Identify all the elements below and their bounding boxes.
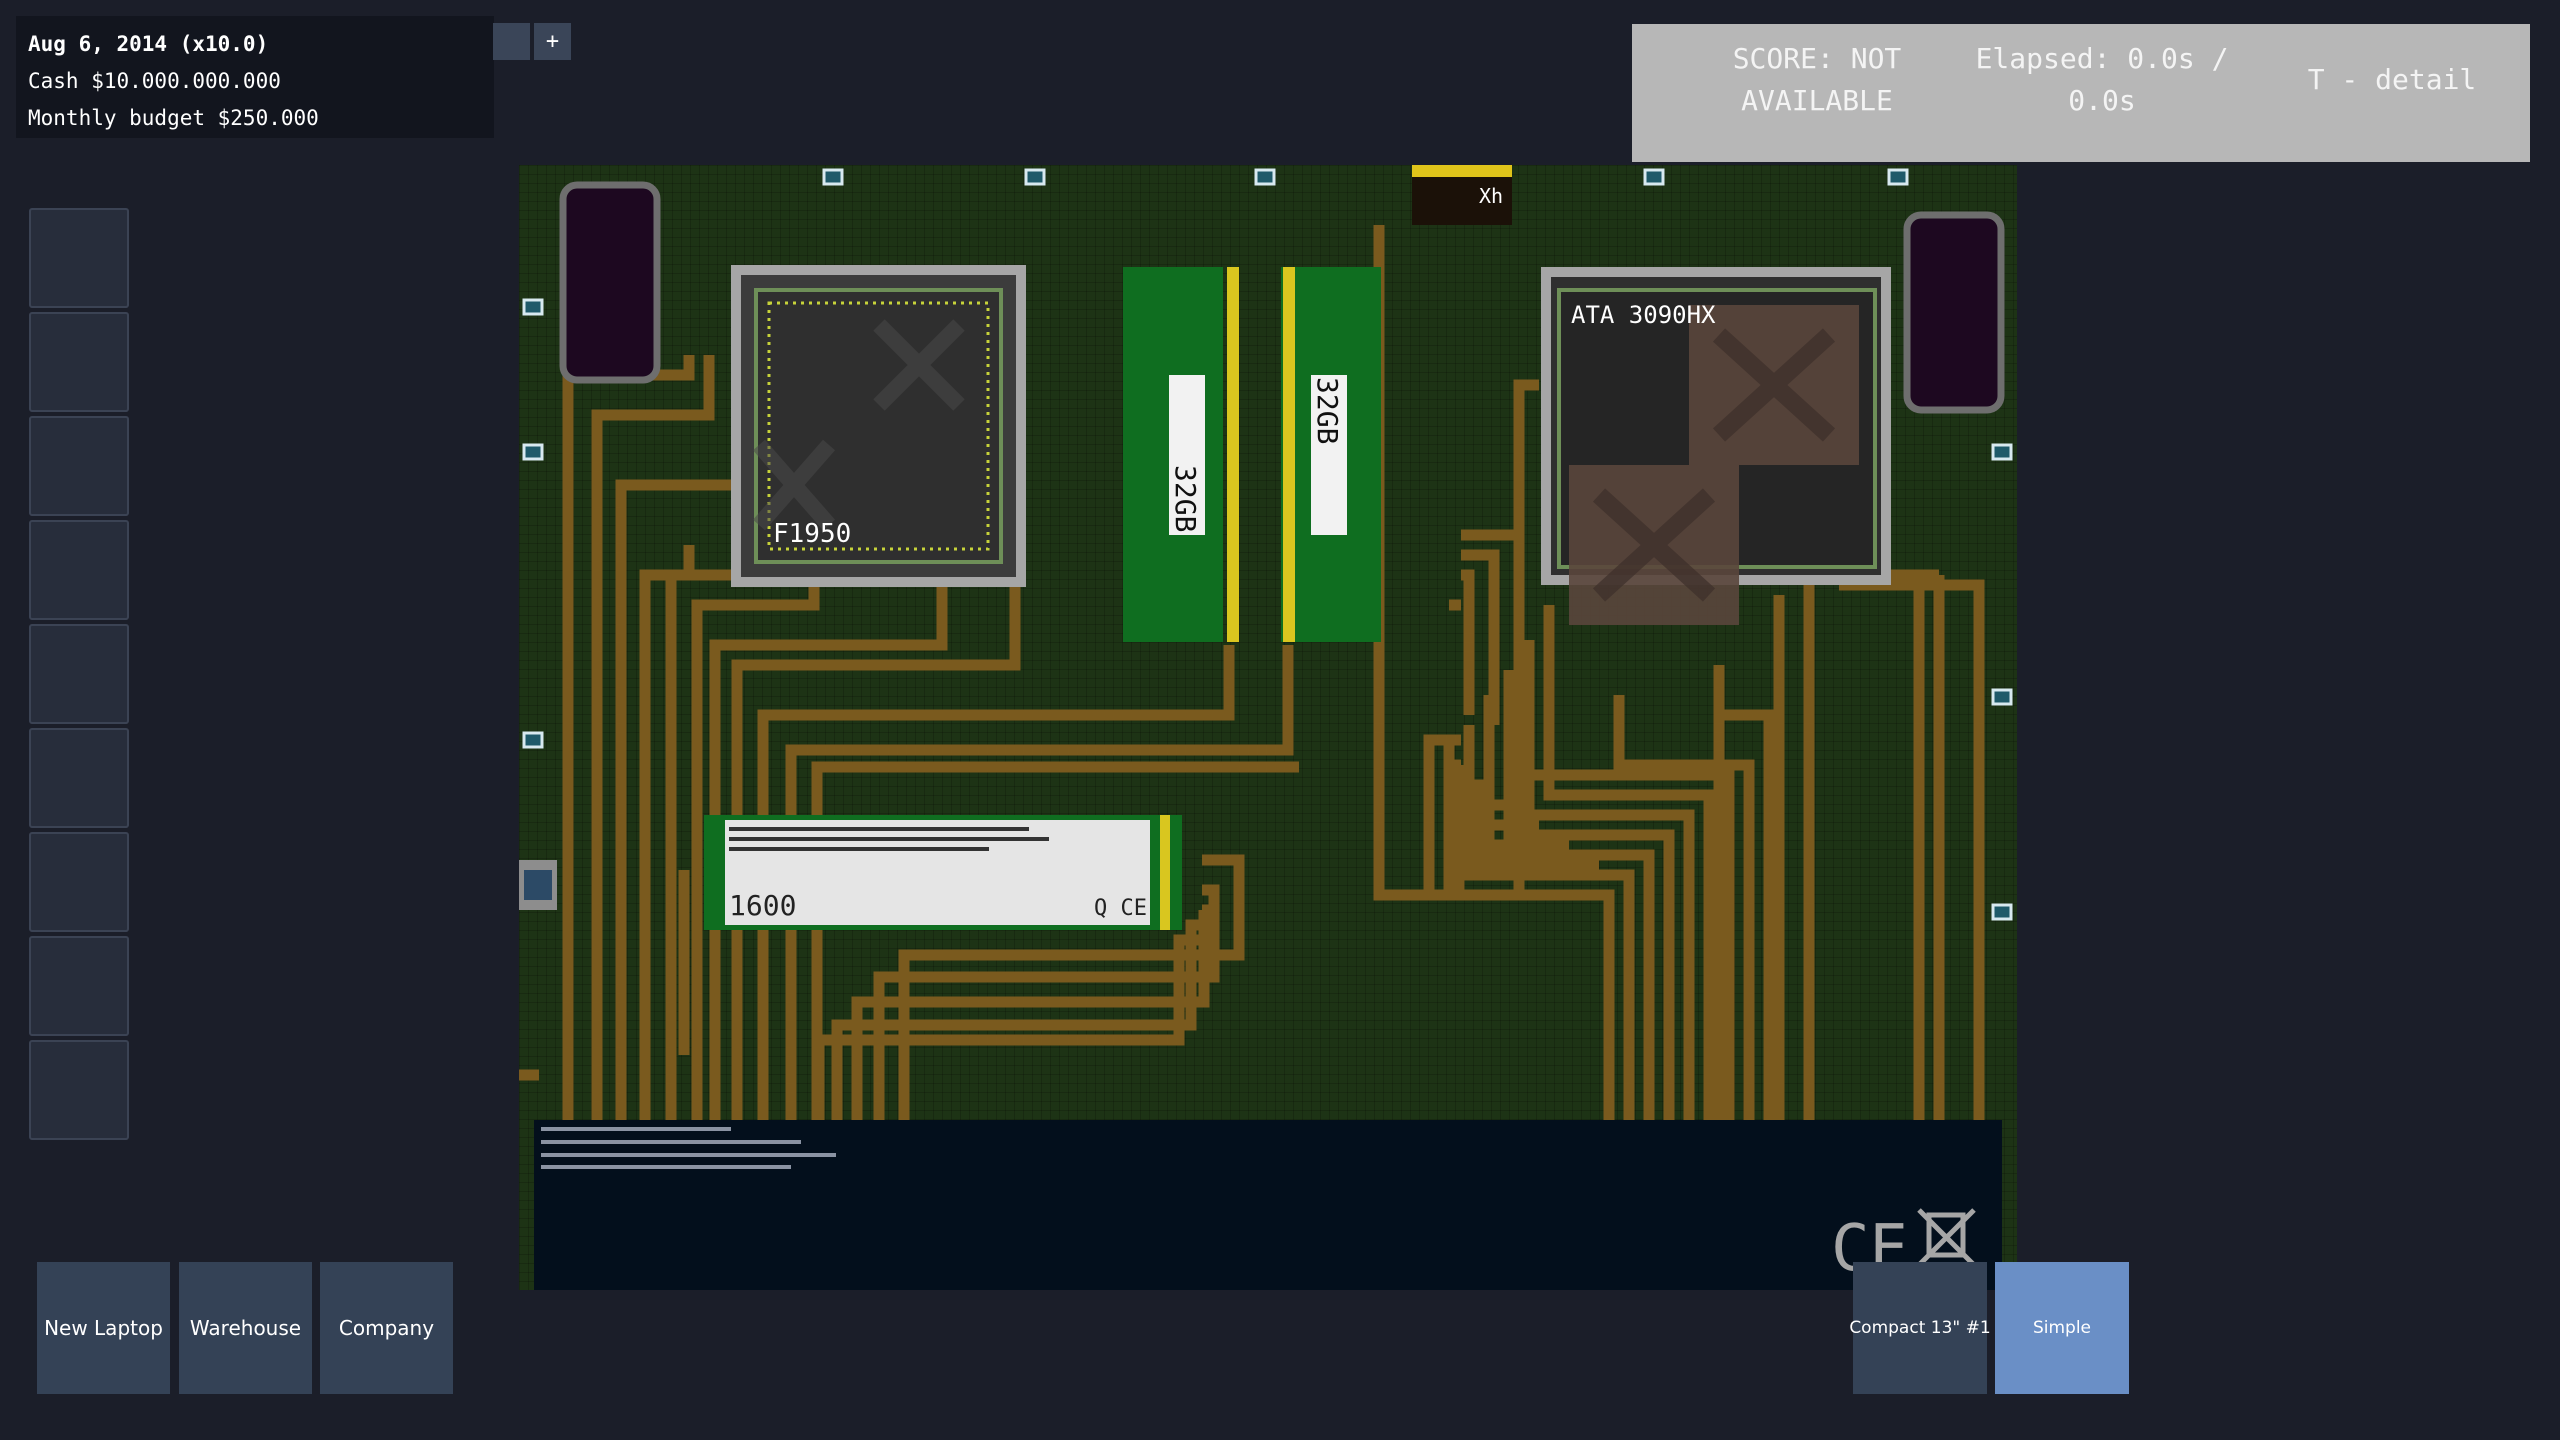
ssd-label: 1600 [729,889,796,922]
board-canvas: F1950 32GB 32GB ATA 3090HX Xh [519,165,2013,1290]
screw [1991,903,2013,921]
cash-label: Cash $10.000.000.000 [28,69,281,93]
tool-slot[interactable] [29,208,129,308]
label-fine-print [541,1127,836,1169]
warehouse-button[interactable]: Warehouse [179,1262,312,1394]
screw [1024,168,1046,186]
tool-slot[interactable] [29,312,129,412]
score-panel: SCORE: NOT AVAILABLE Elapsed: 0.0s / 0.0… [1632,24,2530,162]
cpu-chip[interactable] [731,265,1026,587]
tool-slot[interactable] [29,520,129,620]
trace [811,761,1299,1120]
trace [831,919,1202,1120]
ram-slot-1[interactable] [1123,267,1239,642]
trace [615,479,737,1120]
gpu-chip[interactable] [1541,267,1891,625]
ssd-module[interactable] [704,815,1182,930]
ram-1-label: 32GB [1169,465,1202,532]
battery-left[interactable] [559,181,661,384]
tool-slot[interactable] [29,1040,129,1140]
elapsed-line-2: 0.0s [2068,84,2136,117]
trace [1461,569,1475,715]
trace [1461,779,1485,865]
tool-slot[interactable] [29,624,129,724]
trace [1543,605,1715,1120]
trace [1613,695,1755,1120]
component-toolbar [29,208,131,1140]
score-line-1: SCORE: NOT [1732,42,1902,75]
trace [691,585,820,1120]
date-label: Aug 6, 2014 (x10.0) [28,32,269,56]
gpu-label: ATA 3090HX [1571,301,1716,329]
tool-slot[interactable] [29,832,129,932]
budget-label: Monthly budget $250.000 [28,106,319,130]
laptop-model-button[interactable]: Compact 13" #1 [1849,1262,1991,1394]
score-text: SCORE: NOT AVAILABLE [1692,38,1942,122]
elapsed-text: Elapsed: 0.0s / 0.0s [1932,38,2272,122]
screw [522,443,544,461]
screw-group [522,168,2013,921]
score-line-2: AVAILABLE [1741,84,1893,117]
trace [1503,670,1675,1120]
trace [591,355,715,1120]
ram-slot-2[interactable] [1281,267,1381,642]
motherboard: F1950 32GB 32GB ATA 3090HX Xh [519,165,2017,1290]
view-mode-button[interactable]: Simple [1995,1262,2129,1394]
elapsed-line-1: Elapsed: 0.0s / [1975,42,2229,75]
trace-group [519,225,1985,1125]
trace [898,854,1245,1120]
screw [1643,168,1665,186]
company-button[interactable]: Company [320,1262,453,1394]
screw [1991,443,2013,461]
screw [522,298,544,316]
trace [1523,640,1695,1120]
new-laptop-button[interactable]: New Laptop [37,1262,170,1394]
trace [1453,759,1465,895]
label-strip [534,1120,2002,1290]
port-header-pins [1412,165,1512,177]
cpu-label: F1950 [773,519,851,549]
speed-down-button[interactable] [493,23,530,60]
trace [1719,709,1775,1120]
speed-up-button[interactable]: + [534,23,571,60]
trace [813,934,1202,1120]
screw [822,168,844,186]
screw [1887,168,1909,186]
screw [1254,168,1276,186]
trace [1513,379,1539,895]
tool-slot[interactable] [29,416,129,516]
screw [1991,688,2013,706]
status-panel: Aug 6, 2014 (x10.0) Cash $10.000.000.000… [16,16,494,138]
ram-2-label: 32GB [1311,377,1344,444]
port-label: Xh [1479,184,1503,208]
side-connector-port [524,870,552,900]
trace [1461,549,1500,725]
ssd-mark: Q CE [1094,896,1147,921]
trace [785,645,1294,1120]
battery-right[interactable] [1903,211,2005,414]
detail-hint: T - detail [2307,63,2477,96]
tool-slot[interactable] [29,936,129,1036]
weee-icon [1917,1208,1976,1267]
trace [1839,579,1985,1120]
tool-slot[interactable] [29,728,129,828]
screw [522,731,544,749]
trace [1483,695,1655,1120]
